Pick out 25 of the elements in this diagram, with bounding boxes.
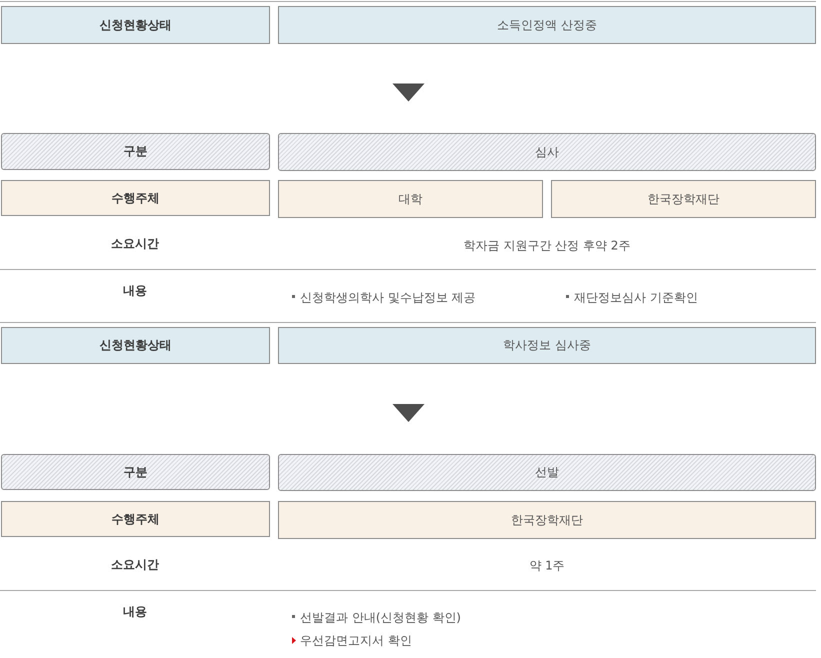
status-header-box: 신청현황상태: [1, 6, 270, 44]
row-header-text: 내용: [123, 284, 147, 298]
duration-text: 학자금 지원구간 산정 후약 2주: [464, 238, 630, 254]
bullet-item-text: 우선감면고지서 확인: [300, 634, 412, 648]
bullet-item-text: 선발결과 안내(신청현황 확인): [300, 610, 461, 626]
duration-text: 약 1주: [529, 558, 565, 574]
down-arrow: [392, 404, 424, 422]
status-header-box: 신청현황상태: [1, 327, 270, 364]
agent-header-box: 수행주체: [1, 501, 270, 537]
status-value-box: 학사정보 심사중: [278, 327, 816, 364]
agent-header-box: 수행주체: [1, 180, 270, 216]
agent-box: 한국장학재단: [278, 501, 816, 539]
row-header-text: 소요시간: [111, 558, 159, 572]
agent-box: 한국장학재단: [551, 180, 816, 218]
row-header-text: 내용: [123, 604, 147, 620]
category-header-box: 구분: [1, 133, 270, 170]
category-header-box: 구분: [1, 454, 270, 490]
status-value-box: 소득인정액 산정중: [278, 6, 816, 44]
row-header-text: 소요시간: [111, 236, 159, 252]
down-arrow: [392, 84, 424, 102]
stage-box: 심사: [278, 133, 816, 171]
stage-box: 선발: [278, 454, 816, 491]
agent-box: 대학: [278, 180, 543, 218]
bullet-item-text: 재단정보심사 기준확인: [574, 290, 698, 306]
bullet-item-text: 신청학생의학사 및수납정보 제공: [300, 290, 476, 306]
